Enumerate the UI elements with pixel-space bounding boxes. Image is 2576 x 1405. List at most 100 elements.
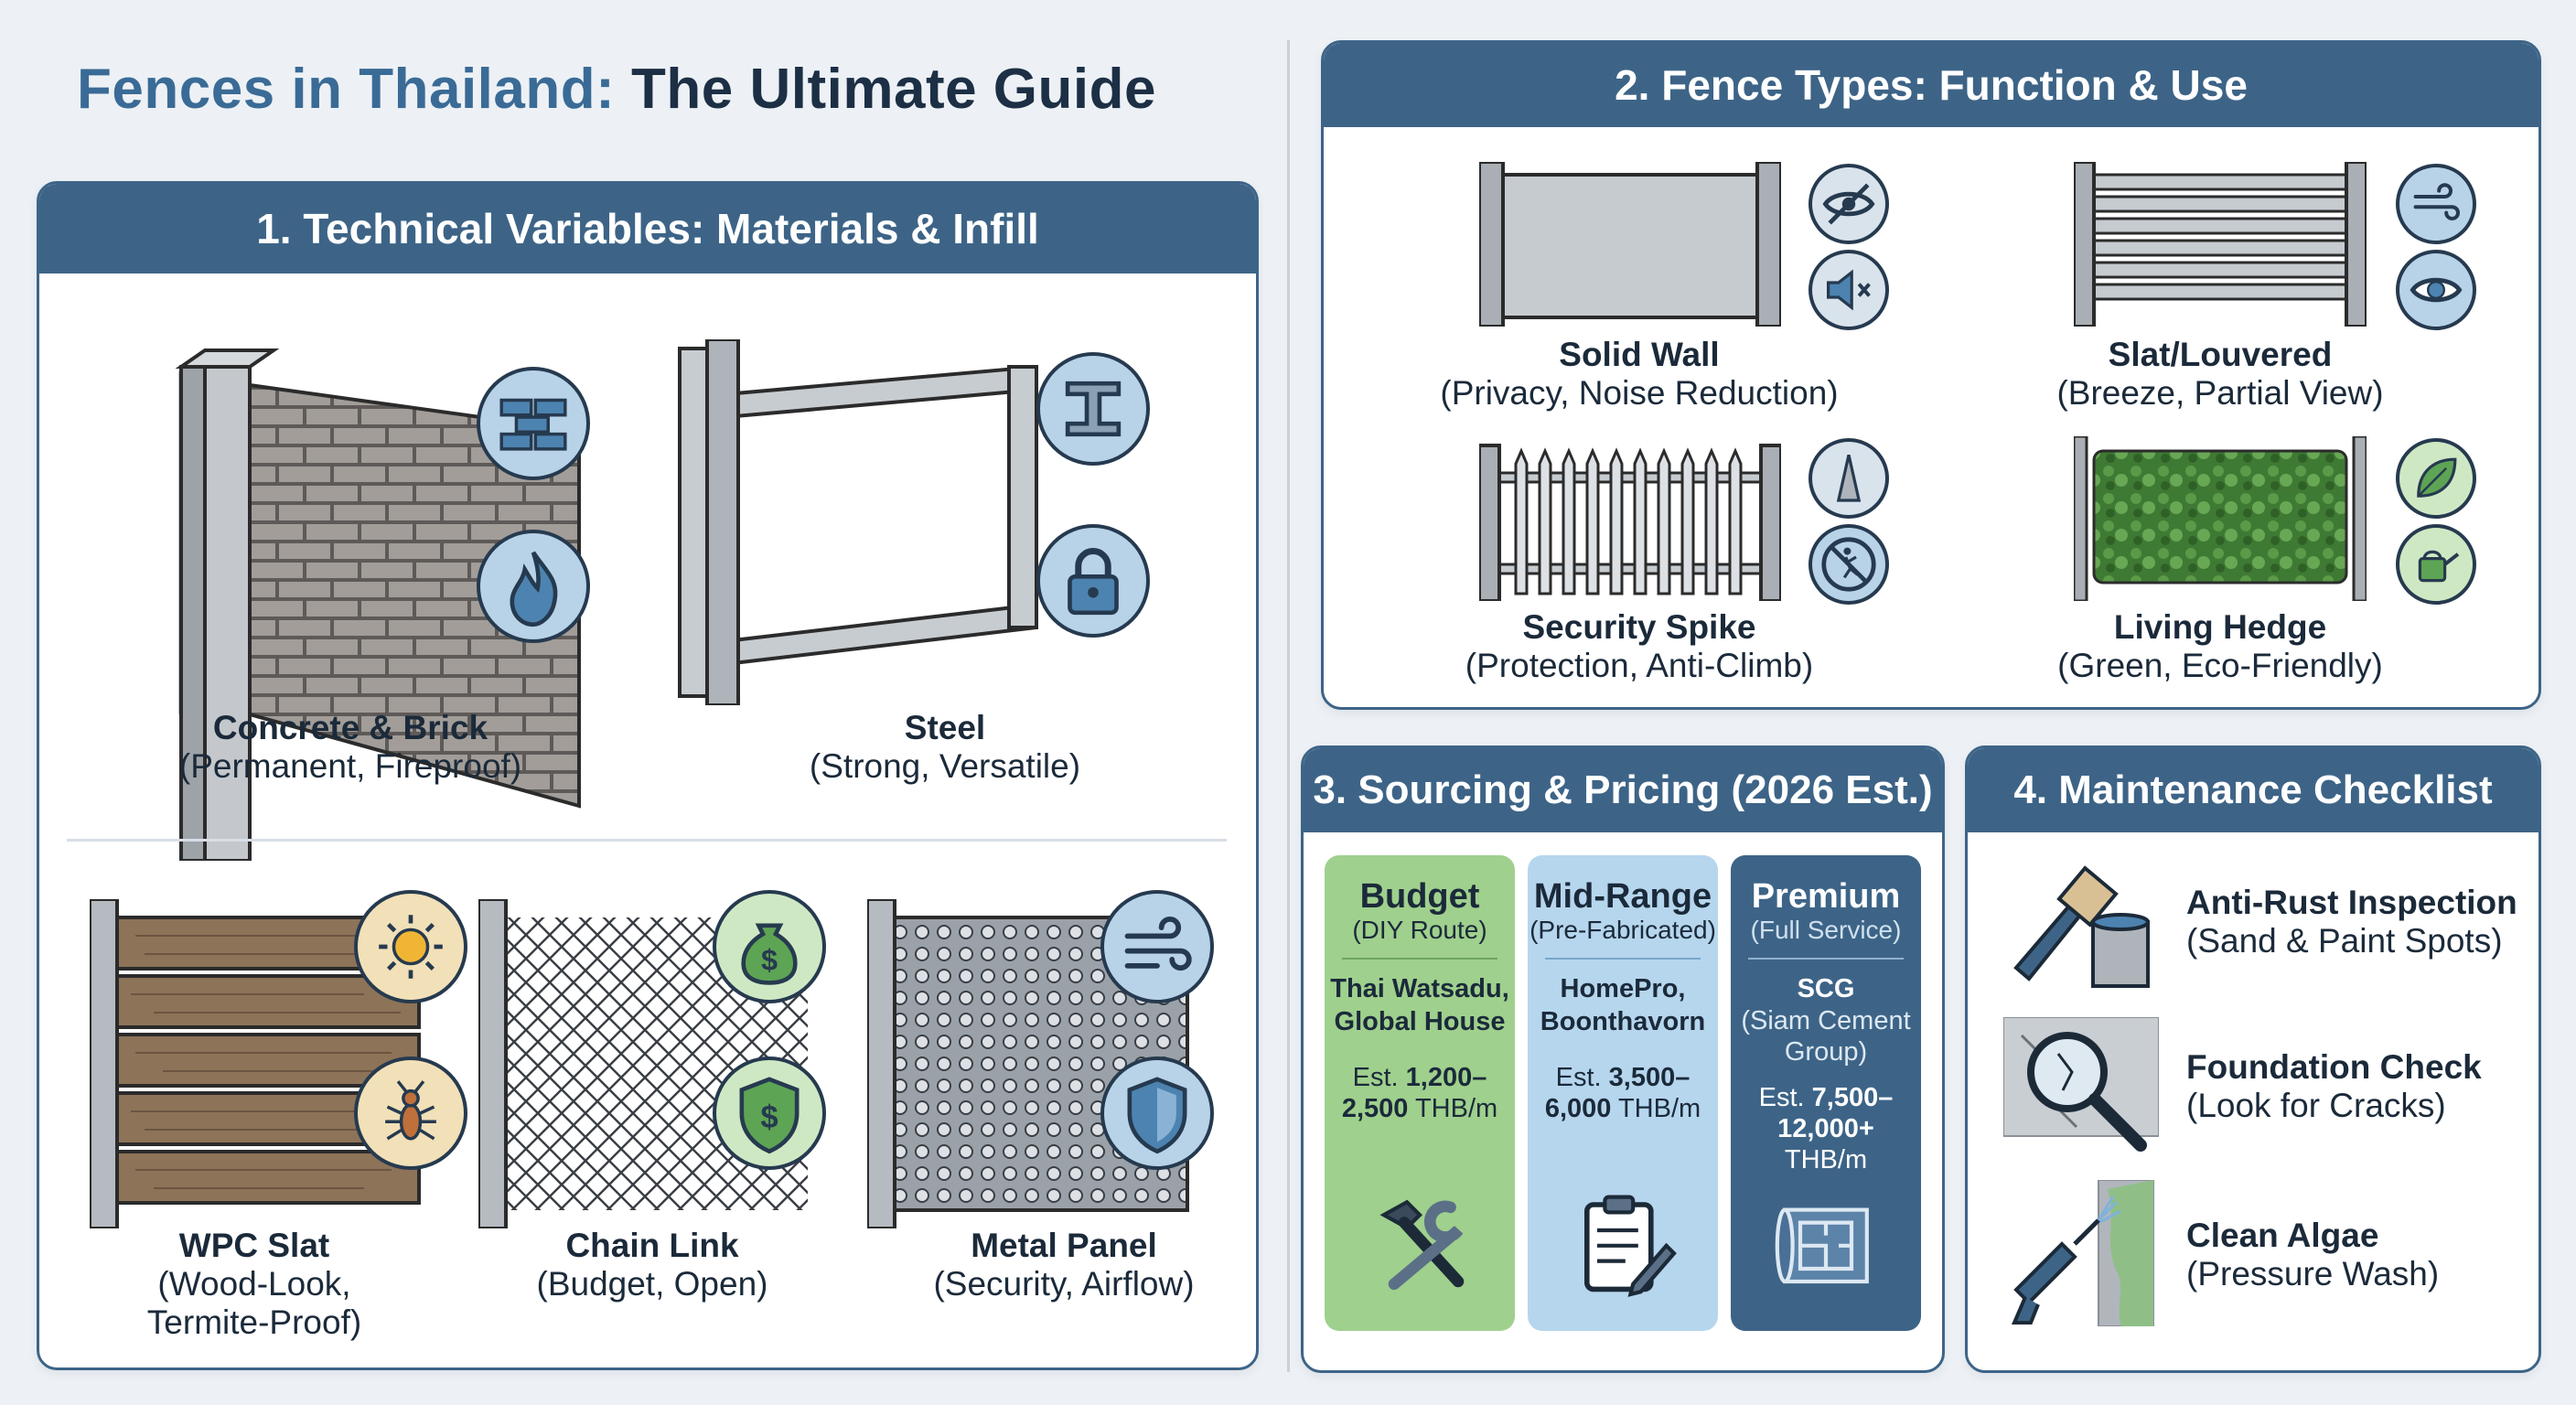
fence-type-desc: (Green, Eco-Friendly) bbox=[2057, 647, 2383, 684]
maintenance-name: Clean Algae bbox=[2186, 1217, 2379, 1254]
fence-type-label-security-spike: Security Spike (Protection, Anti-Climb) bbox=[1433, 608, 1845, 685]
paintbrush-icon bbox=[2013, 865, 2150, 988]
solid-wall-illustration bbox=[1479, 162, 1781, 327]
clipboard-icon bbox=[1584, 1195, 1677, 1297]
fence-type-name: Slat/Louvered bbox=[2108, 336, 2333, 373]
maintenance-item-foundation: Foundation Check (Look for Cracks) bbox=[2186, 1048, 2482, 1125]
eye-icon bbox=[2396, 250, 2476, 330]
tier-price-high: 12,000+ bbox=[1777, 1114, 1874, 1143]
pricing-column-premium: Premium (Full Service) SCG (Siam Cement … bbox=[1731, 855, 1921, 1331]
slat-louvered-illustration bbox=[2074, 162, 2367, 327]
tier-price-low: 1,200– bbox=[1405, 1063, 1487, 1092]
blueprint-icon bbox=[1775, 1207, 1869, 1284]
tier-price-high: 2,500 bbox=[1341, 1094, 1409, 1123]
title-part-1: Fences in Thailand: bbox=[77, 58, 616, 121]
tier-price-unit: THB/m bbox=[1408, 1094, 1498, 1123]
pressure-washer-icon bbox=[2011, 1180, 2154, 1326]
no-climb-icon bbox=[1809, 524, 1889, 605]
concrete-brick-fence-illustration bbox=[175, 349, 581, 861]
section-separator bbox=[67, 839, 1227, 842]
money-bag-icon: $ bbox=[713, 890, 826, 1003]
fence-type-label-living-hedge: Living Hedge (Green, Eco-Friendly) bbox=[2028, 608, 2412, 685]
tier-title: Premium bbox=[1751, 877, 1901, 916]
svg-text:$: $ bbox=[760, 1099, 778, 1135]
tier-separator bbox=[1747, 958, 1905, 960]
maintenance-heading: 4. Maintenance Checklist bbox=[1968, 748, 2538, 832]
pricing-column-budget: Budget (DIY Route) Thai Watsadu, Global … bbox=[1325, 855, 1515, 1331]
maintenance-name: Foundation Check bbox=[2186, 1048, 2482, 1086]
tier-subtitle: (Pre-Fabricated) bbox=[1530, 916, 1716, 944]
maintenance-desc: (Sand & Paint Spots) bbox=[2186, 922, 2503, 960]
material-desc: (Budget, Open) bbox=[536, 1265, 768, 1303]
tier-separator bbox=[1544, 958, 1701, 960]
tier-subtitle: (DIY Route) bbox=[1352, 916, 1487, 944]
tier-subtitle: (Full Service) bbox=[1750, 916, 1902, 944]
fence-type-label-slat-louvered: Slat/Louvered (Breeze, Partial View) bbox=[2028, 336, 2412, 413]
fire-icon bbox=[477, 530, 590, 643]
bricks-icon bbox=[477, 367, 590, 480]
tier-price-prefix: Est. bbox=[1555, 1063, 1609, 1092]
svg-text:$: $ bbox=[761, 944, 778, 977]
termite-icon bbox=[354, 1056, 467, 1170]
material-name: Steel bbox=[904, 709, 986, 746]
tier-source: HomePro, bbox=[1560, 974, 1686, 1003]
tier-source-line-3: Group) bbox=[1784, 1037, 1868, 1067]
tier-price-high: 6,000 bbox=[1544, 1094, 1612, 1123]
pricing-column-mid-range: Mid-Range (Pre-Fabricated) HomePro, Boon… bbox=[1528, 855, 1718, 1331]
magnifier-icon bbox=[2003, 1017, 2159, 1152]
steel-frame-illustration bbox=[678, 339, 1038, 705]
fence-types-heading: 2. Fence Types: Function & Use bbox=[1324, 43, 2538, 127]
tier-price-prefix: Est. bbox=[1352, 1063, 1406, 1092]
fence-type-desc: (Privacy, Noise Reduction) bbox=[1440, 374, 1839, 412]
material-name: WPC Slat bbox=[178, 1227, 330, 1264]
leaf-icon bbox=[2396, 438, 2476, 519]
tier-source-line-2: (Siam Cement bbox=[1741, 1006, 1911, 1035]
steel-beam-icon bbox=[1036, 352, 1150, 466]
material-desc-line-2: Termite-Proof) bbox=[146, 1303, 362, 1341]
tier-source: Thai Watsadu, bbox=[1330, 974, 1509, 1003]
wind-icon bbox=[1100, 890, 1214, 1003]
sun-icon bbox=[354, 890, 467, 1003]
maintenance-desc: (Pressure Wash) bbox=[2186, 1255, 2440, 1292]
material-label-steel: Steel (Strong, Versatile) bbox=[762, 709, 1128, 786]
tier-title: Budget bbox=[1359, 877, 1480, 916]
tier-source-line-2: Global House bbox=[1334, 1007, 1506, 1036]
material-label-concrete-brick: Concrete & Brick (Permanent, Fireproof) bbox=[140, 709, 561, 786]
padlock-icon bbox=[1036, 524, 1150, 638]
tier-source: SCG bbox=[1797, 974, 1855, 1003]
materials-heading: 1. Technical Variables: Materials & Infi… bbox=[39, 184, 1256, 273]
living-hedge-illustration bbox=[2074, 436, 2367, 601]
maintenance-desc: (Look for Cracks) bbox=[2186, 1087, 2446, 1124]
eye-off-icon bbox=[1809, 164, 1889, 244]
material-label-chain-link: Chain Link (Budget, Open) bbox=[497, 1227, 808, 1303]
maintenance-item-anti-rust: Anti-Rust Inspection (Sand & Paint Spots… bbox=[2186, 884, 2517, 960]
fence-types-panel: 2. Fence Types: Function & Use Solid Wal… bbox=[1321, 40, 2541, 710]
page-title: Fences in Thailand: The Ultimate Guide bbox=[77, 57, 1156, 122]
tier-title: Mid-Range bbox=[1533, 877, 1712, 916]
material-label-metal-panel: Metal Panel (Security, Airflow) bbox=[899, 1227, 1229, 1303]
fence-type-name: Solid Wall bbox=[1559, 336, 1720, 373]
tier-price-unit: THB/m bbox=[1784, 1145, 1868, 1174]
column-divider bbox=[1287, 40, 1290, 1372]
fence-type-name: Security Spike bbox=[1522, 608, 1756, 646]
fence-type-label-solid-wall: Solid Wall (Privacy, Noise Reduction) bbox=[1433, 336, 1845, 413]
fence-type-name: Living Hedge bbox=[2113, 608, 2327, 646]
tier-price-low: 3,500– bbox=[1608, 1063, 1690, 1092]
security-spike-illustration bbox=[1479, 444, 1781, 601]
maintenance-name: Anti-Rust Inspection bbox=[2186, 884, 2517, 921]
hammer-wrench-icon bbox=[1379, 1199, 1465, 1291]
mute-icon bbox=[1809, 250, 1889, 330]
pricing-heading: 3. Sourcing & Pricing (2026 Est.) bbox=[1304, 748, 1942, 832]
title-part-2: The Ultimate Guide bbox=[631, 58, 1156, 121]
watering-can-icon bbox=[2396, 524, 2476, 605]
material-desc: (Permanent, Fireproof) bbox=[178, 747, 522, 785]
tier-price: Est. 7,500–12,000+THB/m bbox=[1731, 1082, 1921, 1175]
shield-icon bbox=[1100, 1056, 1214, 1170]
tier-price: Est. 1,200–2,500 THB/m bbox=[1325, 1062, 1515, 1124]
breeze-icon bbox=[2396, 164, 2476, 244]
tier-separator bbox=[1341, 958, 1498, 960]
material-desc: (Strong, Versatile) bbox=[809, 747, 1081, 785]
material-name: Chain Link bbox=[565, 1227, 739, 1264]
material-name: Metal Panel bbox=[971, 1227, 1157, 1264]
spike-icon bbox=[1809, 438, 1889, 519]
